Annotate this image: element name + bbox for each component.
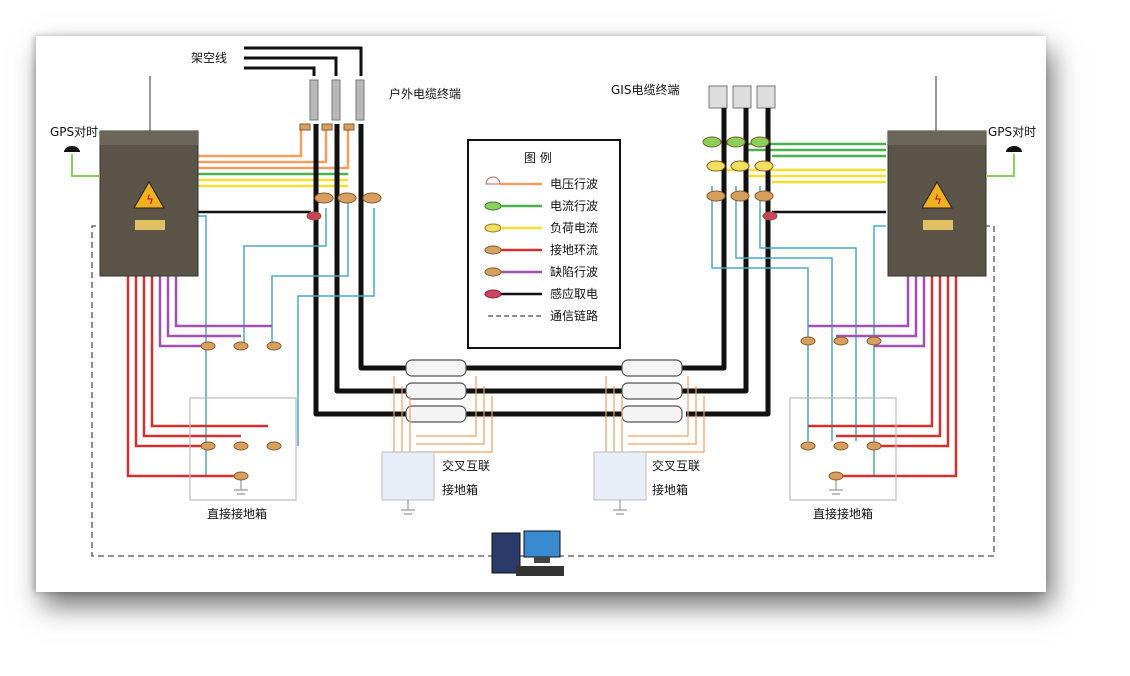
gis-terminations xyxy=(708,85,776,109)
gps-label-right: GPS对时 xyxy=(988,125,1036,139)
left-sheath-links xyxy=(196,201,375,476)
svg-text:感应取电: 感应取电 xyxy=(550,286,598,301)
direct-ground-label-left: 直接接地箱 xyxy=(207,506,267,521)
overhead-lines xyxy=(244,46,363,76)
legend-item-ground: 接地环流 xyxy=(484,242,598,257)
legend-item-defect: 缺陷行波 xyxy=(484,264,598,279)
svg-text:ϟ: ϟ xyxy=(934,193,942,207)
svg-text:缺陷行波: 缺陷行波 xyxy=(550,264,598,279)
outdoor-termination-label: 户外电缆终端 xyxy=(389,86,461,101)
right-ground-wires xyxy=(808,276,958,478)
legend-item-power: 感应取电 xyxy=(484,286,598,301)
legend-item-current: 电流行波 xyxy=(484,199,598,213)
svg-text:ϟ: ϟ xyxy=(146,193,154,207)
right-bundle xyxy=(726,142,886,214)
legend-item-load: 负荷电流 xyxy=(484,221,598,235)
cable-joints xyxy=(405,359,683,423)
legend-item-comm: 通信链路 xyxy=(488,308,598,323)
computer-icon xyxy=(491,530,564,576)
outdoor-terminations xyxy=(309,79,365,121)
gps-antenna-right-icon xyxy=(986,146,1022,177)
right-sheath-links xyxy=(711,186,886,476)
svg-text:负荷电流: 负荷电流 xyxy=(550,221,598,235)
cross-bond-label-right: 交叉互联 xyxy=(652,458,700,473)
cross-bond-label-left: 交叉互联 xyxy=(442,458,490,473)
svg-text:电流行波: 电流行波 xyxy=(550,199,598,213)
legend: 图 例 电压行波 电流行波 负荷电流 接地环流 缺陷行波 xyxy=(467,139,621,349)
svg-text:通信链路: 通信链路 xyxy=(550,308,598,323)
legend-item-voltage: 电压行波 xyxy=(485,176,598,191)
sensors xyxy=(200,123,882,481)
ground-symbols xyxy=(234,476,843,515)
ground-box-label-right: 接地箱 xyxy=(652,482,688,497)
left-ground-wires xyxy=(126,276,272,478)
gis-termination-label: GIS电缆终端 xyxy=(611,82,679,97)
overhead-line-label: 架空线 xyxy=(191,51,227,65)
cabinet-right: ϟ xyxy=(887,76,987,277)
left-bundle xyxy=(196,124,350,214)
direct-ground-box-left xyxy=(189,397,297,501)
legend-title: 图 例 xyxy=(524,151,552,165)
cross-bond-wiring-right xyxy=(605,376,705,454)
cross-bond-box-right xyxy=(593,451,647,501)
ground-box-label-left: 接地箱 xyxy=(442,482,478,497)
cross-bond-wiring-left xyxy=(393,376,493,454)
cabinet-left: ϟ xyxy=(99,76,199,277)
svg-text:接地环流: 接地环流 xyxy=(550,242,598,257)
svg-text:电压行波: 电压行波 xyxy=(550,177,598,191)
direct-ground-box-right xyxy=(789,397,897,501)
direct-ground-label-right: 直接接地箱 xyxy=(813,506,873,521)
cross-bond-box-left xyxy=(381,451,435,501)
diagram-frame: 架空线 户外电缆终端 GIS电缆终端 xyxy=(36,36,1046,592)
cable-monitoring-diagram: 架空线 户外电缆终端 GIS电缆终端 xyxy=(50,46,1036,576)
gps-antenna-left-icon xyxy=(64,146,100,177)
gps-label-left: GPS对时 xyxy=(50,125,98,139)
